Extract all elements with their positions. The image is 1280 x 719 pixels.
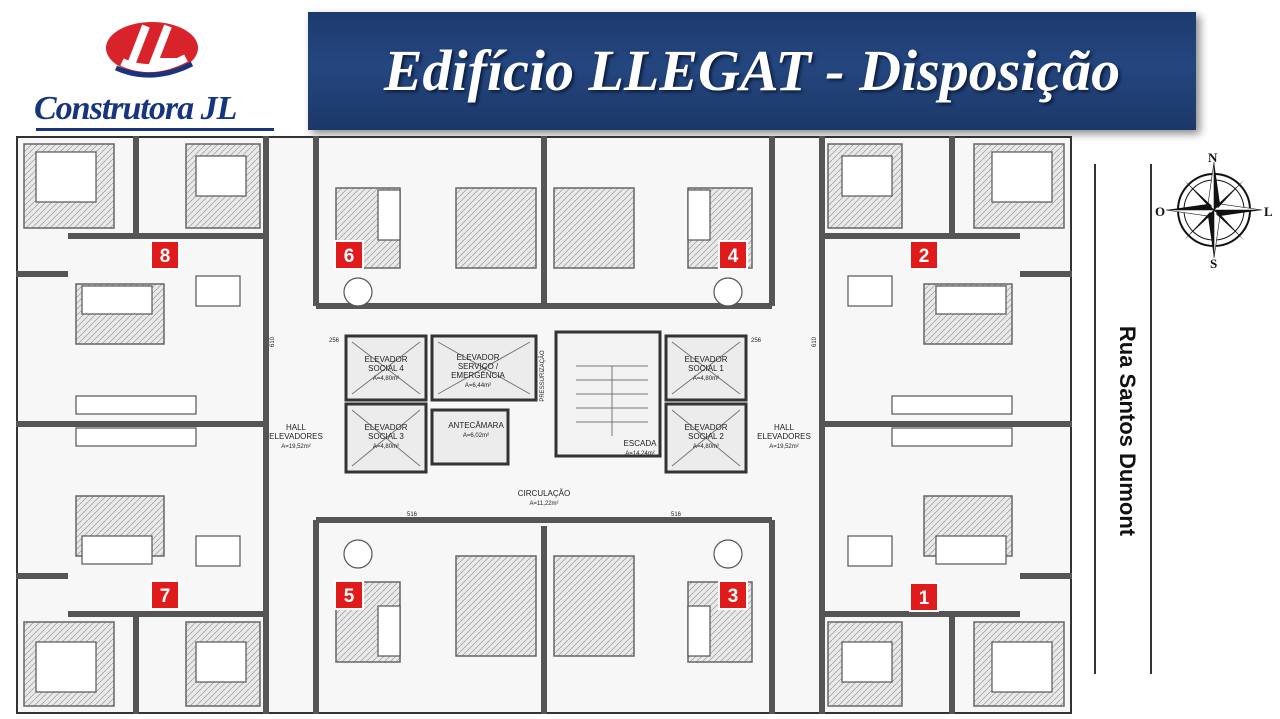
floor-plan-drawing: ELEVADOR SOCIAL 4 A=4,80m² ELEVADOR SERV…	[14, 134, 1074, 716]
hall-left-label: HALL	[286, 423, 307, 432]
elev-social-3-label: ELEVADOR	[365, 423, 408, 432]
dim-610-left: 610	[270, 336, 276, 347]
compass-n: N	[1208, 150, 1218, 165]
unit-marker-8[interactable]: 8	[150, 240, 180, 270]
unit-marker-6[interactable]: 6	[334, 240, 364, 270]
unit-marker-4[interactable]: 4	[718, 240, 748, 270]
compass-rose-icon	[1165, 161, 1263, 259]
elev-social-1-label: ELEVADOR	[685, 355, 728, 364]
elev-social-4-sub: SOCIAL 4	[368, 364, 404, 373]
elev-social-3-sub: SOCIAL 3	[368, 432, 404, 441]
compass-rose: N S O L	[1154, 150, 1274, 271]
hall-left-area: A=19,52m²	[281, 444, 311, 450]
street-label: Rua Santos Dumont	[1112, 300, 1142, 570]
elev-servico-label: ELEVADOR	[457, 353, 500, 362]
logo-text: Construtora JL	[34, 90, 237, 127]
elev-servico-sub: SERVIÇO /	[458, 362, 499, 371]
logo-underline	[36, 128, 274, 131]
circulacao-label: CIRCULAÇÃO	[518, 489, 570, 498]
elev-social-2-sub: SOCIAL 2	[688, 432, 724, 441]
hall-left-sub: ELEVADORES	[269, 432, 323, 441]
hall-right-label: HALL	[774, 423, 795, 432]
elev-servico-area: A=6,44m²	[465, 383, 491, 389]
company-logo: Construtora JL	[22, 14, 282, 131]
title-banner: Edifício LLEGAT - Disposição	[308, 12, 1196, 130]
floor-plan: ELEVADOR SOCIAL 4 A=4,80m² ELEVADOR SERV…	[14, 134, 1074, 716]
logo-emblem-icon	[106, 22, 198, 78]
elev-social-1-area: A=4,80m²	[693, 376, 719, 382]
compass-l: L	[1264, 204, 1273, 219]
escada-area: A=14,24m²	[625, 451, 655, 457]
dim-516-right: 516	[671, 512, 682, 518]
elev-social-3-area: A=4,80m²	[373, 444, 399, 450]
circulacao-area: A=11,22m²	[529, 501, 558, 507]
elev-social-1-sub: SOCIAL 1	[688, 364, 724, 373]
hall-right-sub: ELEVADORES	[757, 432, 811, 441]
elev-social-4-area: A=4,80m²	[373, 376, 399, 382]
hall-right-area: A=19,52m²	[769, 444, 799, 450]
antecamara-area: A=6,02m²	[463, 433, 489, 439]
elev-social-2-label: ELEVADOR	[685, 423, 728, 432]
street-name: Rua Santos Dumont	[1115, 325, 1140, 537]
elev-social-2-area: A=4,80m²	[693, 444, 719, 450]
unit-marker-2[interactable]: 2	[909, 240, 939, 270]
escada-label: ESCADA	[624, 439, 658, 448]
street-line-left	[1094, 164, 1096, 674]
compass-s: S	[1210, 256, 1218, 271]
unit-marker-7[interactable]: 7	[150, 580, 180, 610]
unit-marker-5[interactable]: 5	[334, 580, 364, 610]
dim-610-right: 610	[812, 336, 818, 347]
dim-516-left: 516	[407, 512, 418, 518]
unit-marker-1[interactable]: 1	[909, 582, 939, 612]
elev-servico-sub2: EMERGÊNCIA	[451, 371, 505, 380]
antecamara-label: ANTECÂMARA	[448, 421, 504, 430]
elev-social-4-label: ELEVADOR	[365, 355, 408, 364]
unit-marker-3[interactable]: 3	[718, 580, 748, 610]
compass-o: O	[1155, 204, 1166, 219]
street-line-right	[1150, 164, 1152, 674]
dim-256-left: 256	[329, 338, 340, 344]
pressurizacao-label: PRESSURIZAÇÃO	[539, 350, 546, 402]
dim-256-right: 256	[751, 338, 762, 344]
page-title: Edifício LLEGAT - Disposição	[383, 38, 1121, 103]
